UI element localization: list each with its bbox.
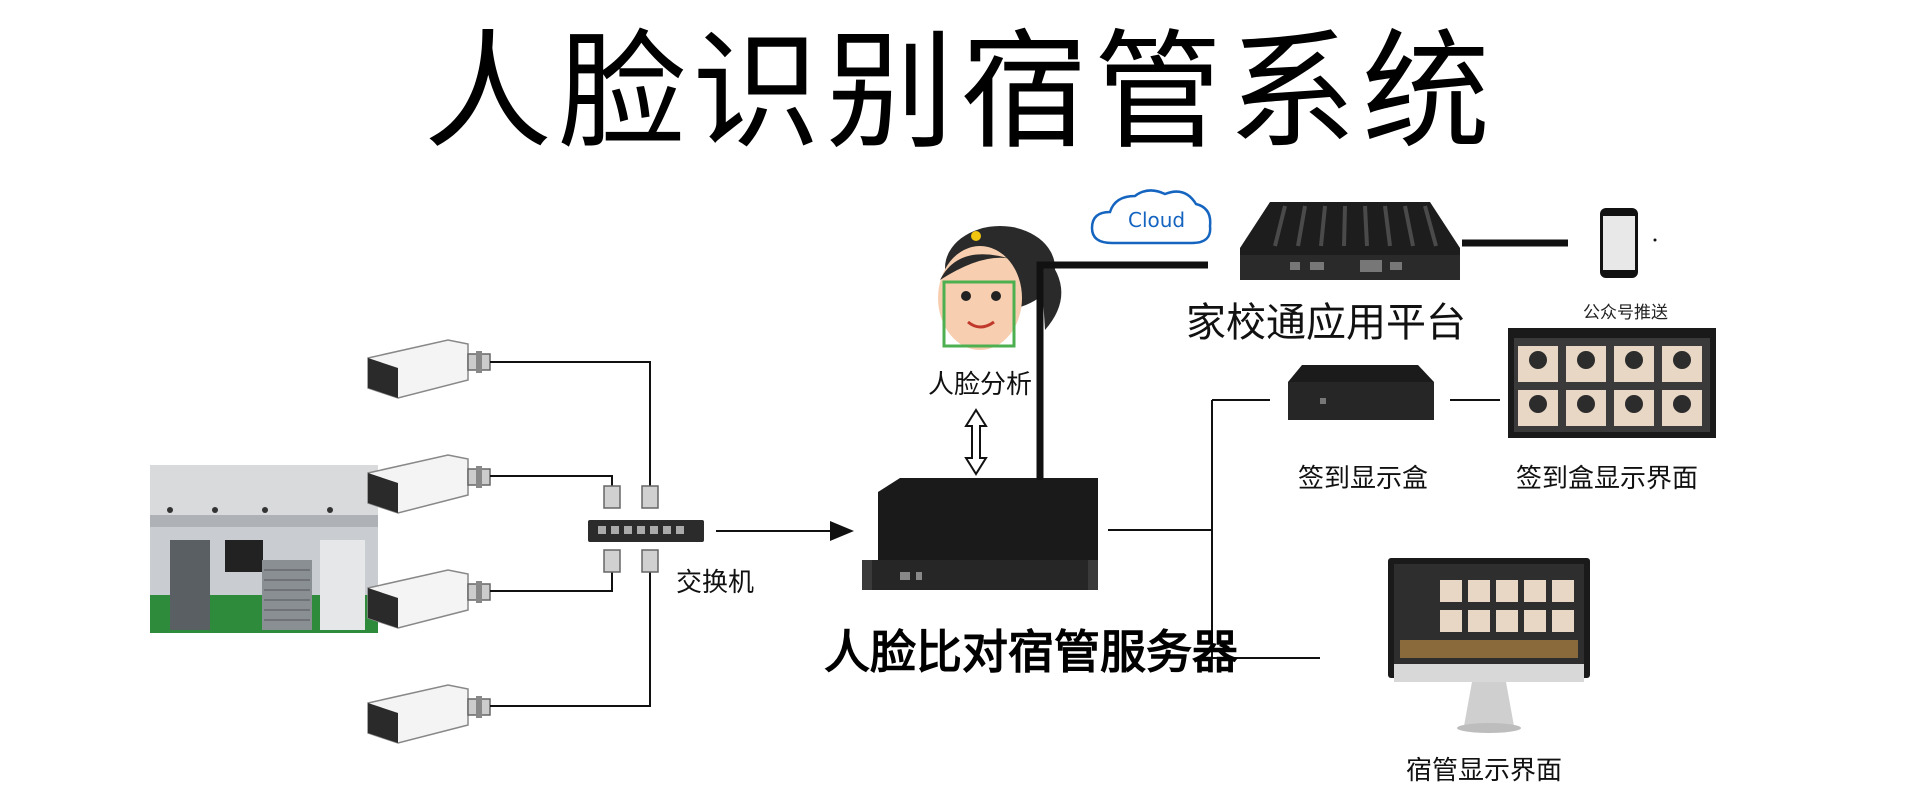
switch-label: 交换机	[676, 568, 755, 598]
monitor-icon	[1388, 558, 1590, 733]
page-title: 人脸识别宿管系统	[423, 18, 1496, 167]
wechat-push-label: 公众号推送	[1583, 303, 1668, 323]
dorm-screen-label: 宿管显示界面	[1406, 756, 1563, 786]
face-analysis-label: 人脸分析	[928, 370, 1033, 400]
mini-pc-icon	[1240, 202, 1460, 280]
monitor-icon	[1508, 328, 1716, 438]
server-output-lines	[1108, 399, 1500, 659]
cloud-label: Cloud	[1128, 208, 1186, 232]
phone-icon	[1600, 208, 1657, 278]
platform-label: 家校通应用平台	[1186, 300, 1466, 346]
checkin-screen-label: 签到盒显示界面	[1516, 464, 1699, 494]
server-platform-link	[1036, 261, 1208, 480]
cable-connectors	[603, 485, 659, 573]
entrance-photo	[150, 465, 378, 633]
camera-cables	[490, 361, 651, 707]
server-icon	[862, 478, 1098, 590]
checkin-box-label: 签到显示盒	[1298, 464, 1429, 494]
arrow-icon	[964, 408, 988, 476]
server-label: 人脸比对宿管服务器	[824, 625, 1238, 679]
face-icon	[938, 226, 1062, 350]
switch-icon	[588, 520, 704, 542]
display-box-icon	[1288, 365, 1434, 420]
camera-icon	[367, 339, 491, 744]
cloud-icon	[1090, 189, 1212, 245]
